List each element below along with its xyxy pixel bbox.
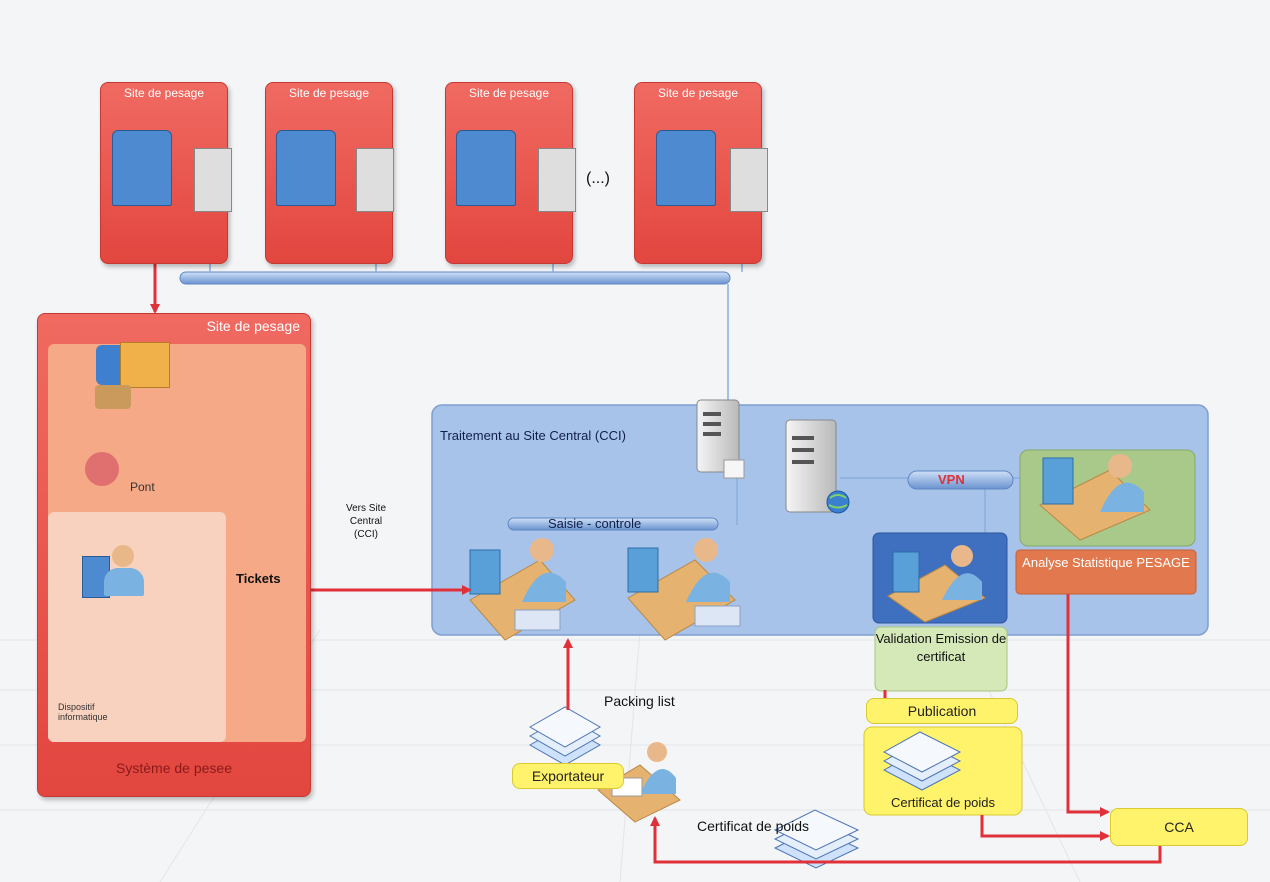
vpn-label: VPN — [938, 472, 965, 487]
scale-icon — [85, 452, 119, 486]
scale-terminal-icon — [194, 148, 232, 212]
certificat-label: Certificat de poids — [890, 795, 996, 810]
main-site-panel: Site de pesage Système de pesee — [37, 313, 311, 797]
saisie-bus — [507, 517, 719, 531]
analyse-label-bg — [1015, 549, 1197, 595]
saisie-label: Saisie - controle — [548, 516, 642, 531]
weighing-site-title: Site de pesage — [288, 86, 370, 100]
scale-terminal-icon — [538, 148, 576, 212]
main-site-title: Site de pesage — [206, 318, 300, 334]
workstation-icon-validation — [887, 545, 986, 623]
document-stack-bottom — [773, 809, 860, 869]
vpn-pipe — [907, 470, 1014, 490]
workstation-icon-1 — [469, 538, 576, 641]
crates-icon — [95, 385, 131, 409]
exportateur-pill: Exportateur — [512, 763, 624, 789]
cargo-icon — [120, 342, 170, 388]
workstation-icon-analyse — [1039, 454, 1151, 541]
tickets-label: Tickets — [236, 571, 281, 586]
flow-arrows — [150, 262, 1162, 864]
vers-site-central-label: Vers Site Central (CCI) — [345, 503, 387, 540]
publication-pill: Publication — [866, 698, 1018, 724]
server-icon-1 — [696, 399, 745, 479]
scale-terminal-icon — [356, 148, 394, 212]
more-sites-ellipsis: (...) — [586, 170, 610, 187]
network-bus — [179, 271, 731, 285]
central-area — [431, 404, 1209, 636]
weighing-site-title: Site de pesage — [657, 86, 739, 100]
dispositif-panel — [48, 512, 226, 742]
validation-label-bg — [874, 626, 1008, 692]
document-stack-certificat — [882, 731, 962, 791]
weighing-site-title: Site de pesage — [468, 86, 550, 100]
validation-label: Validation Emission de certificat — [875, 631, 1007, 664]
server-icon-2 — [785, 419, 850, 514]
central-title: Traitement au Site Central (CCI) — [440, 428, 626, 443]
scale-terminal-icon — [730, 148, 768, 212]
truck-icon — [276, 130, 336, 206]
operator-icon — [112, 545, 134, 567]
pont-label: Pont — [130, 480, 155, 494]
weighing-site-title: Site de pesage — [123, 86, 205, 100]
main-site-footer: Système de pesee — [116, 760, 232, 776]
truck-icon — [656, 130, 716, 206]
workstation-icon-2 — [627, 538, 741, 641]
operator-body-icon — [104, 568, 144, 596]
dispositif-label: Dispositif informatique — [58, 702, 108, 722]
packing-list-label: Packing list — [604, 693, 675, 709]
truck-icon — [456, 130, 516, 206]
document-stack-packing — [528, 706, 602, 766]
certificat-bottom-label: Certificat de poids — [697, 818, 810, 834]
cca-pill: CCA — [1110, 808, 1248, 846]
analyse-label: Analyse Statistique PESAGE — [1022, 555, 1190, 570]
truck-icon — [112, 130, 172, 206]
